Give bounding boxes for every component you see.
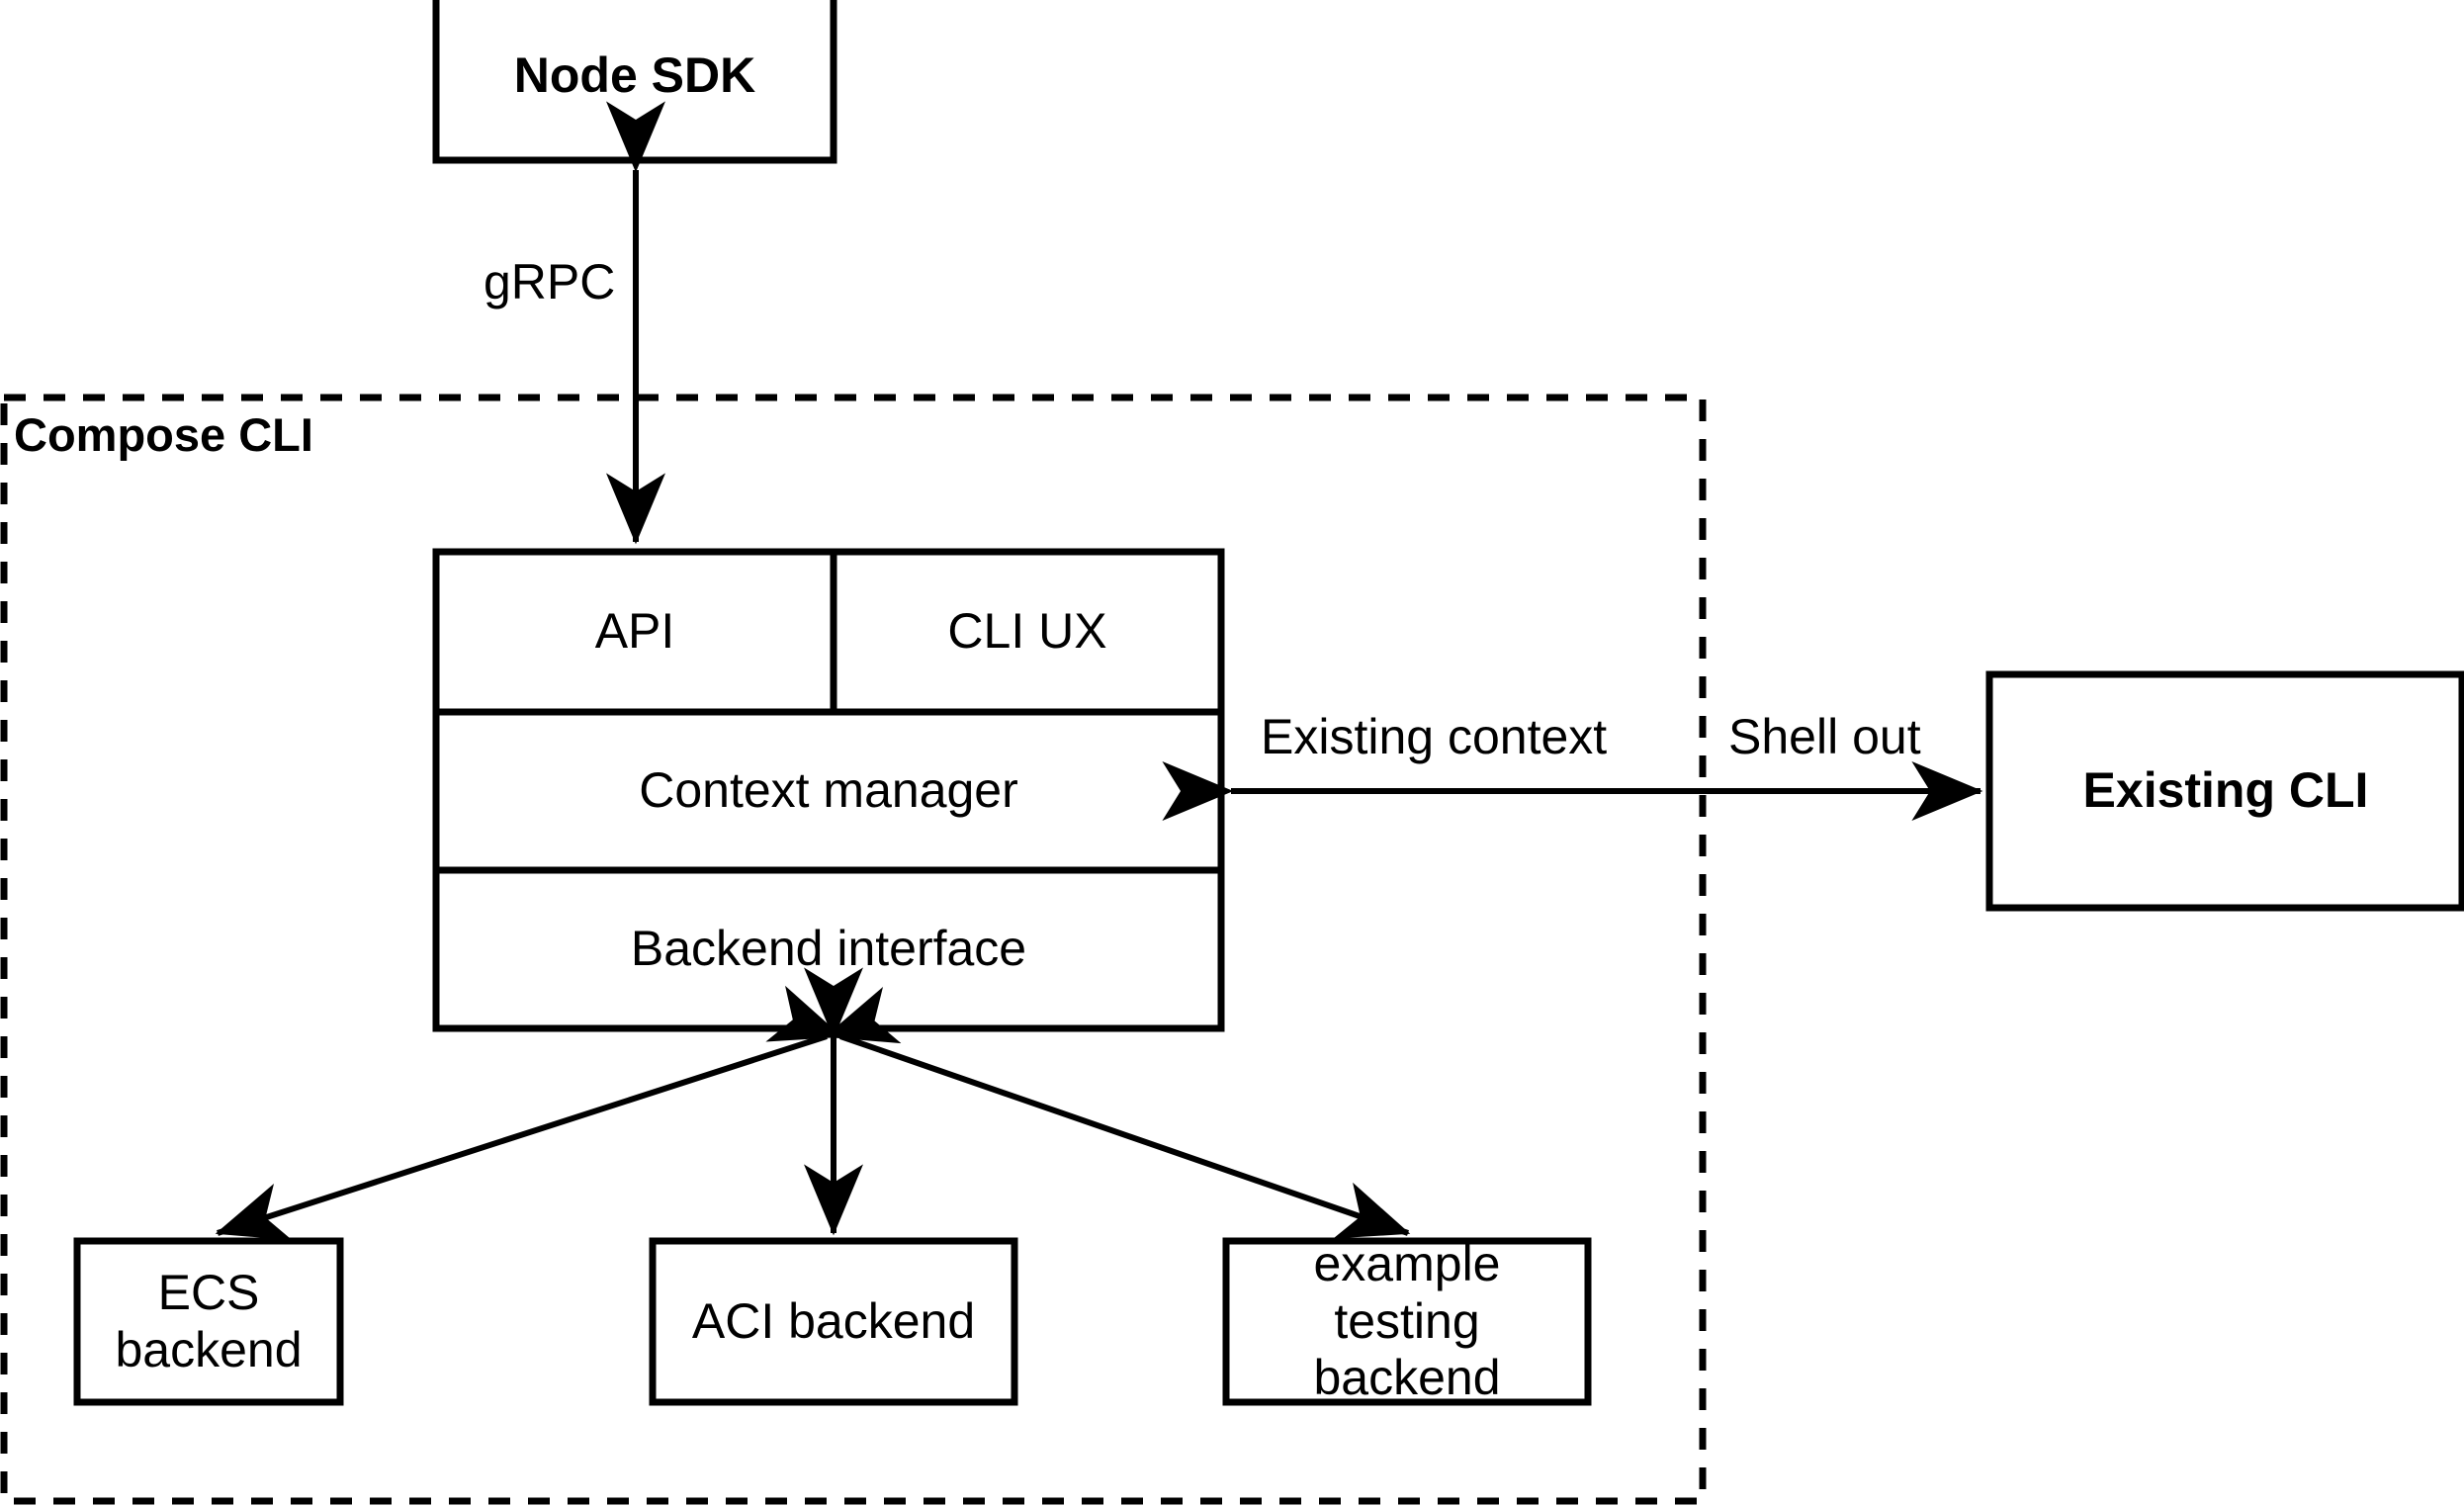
grpc-edge-label: gRPC (484, 254, 616, 310)
backend-interface-to-ecs-arrow (215, 987, 902, 1241)
shell-out-edge-label: Shell out (1728, 709, 1921, 764)
node-sdk[interactable]: Node SDK (436, 0, 834, 160)
existing-cli-box (1985, 670, 2464, 912)
context-manager-cell[interactable]: Context manager (436, 712, 1221, 870)
example-testing-backend-box (1222, 1237, 1592, 1406)
context-manager-label: Context manager (639, 762, 1018, 819)
api-cell[interactable]: API (436, 552, 834, 712)
compose-cli-group-border (0, 394, 1707, 1505)
ecs-backend-label: ECS backend (115, 1265, 303, 1377)
aci-backend-box (649, 1237, 1018, 1406)
existing-context-edge-label: Existing context (1261, 709, 1608, 764)
node-sdk-label: Node SDK (513, 47, 756, 104)
aci-backend[interactable]: ACI backend (653, 1241, 1014, 1402)
backend-interface-to-example-testing-arrow (765, 985, 1411, 1239)
api-label: API (594, 603, 675, 660)
existing-cli-label: Existing CLI (2082, 762, 2369, 819)
compose-cli-stack-box (432, 548, 1225, 1032)
ecs-backend-box (73, 1237, 344, 1406)
example-testing-backend[interactable]: example testing backend (1226, 1236, 1588, 1405)
backend-interface-label: Backend interface (630, 921, 1027, 977)
example-testing-backend-label: example testing backend (1313, 1236, 1501, 1406)
aci-backend-label: ACI backend (691, 1292, 976, 1349)
backend-interface-cell[interactable]: Backend interface (436, 870, 1221, 1028)
cli-ux-cell[interactable]: CLI UX (834, 552, 1221, 712)
existing-cli[interactable]: Existing CLI (1989, 674, 2462, 908)
ecs-backend[interactable]: ECS backend (77, 1241, 340, 1402)
compose-cli-group-label: Compose CLI (14, 408, 313, 461)
cli-ux-label: CLI UX (947, 603, 1107, 660)
